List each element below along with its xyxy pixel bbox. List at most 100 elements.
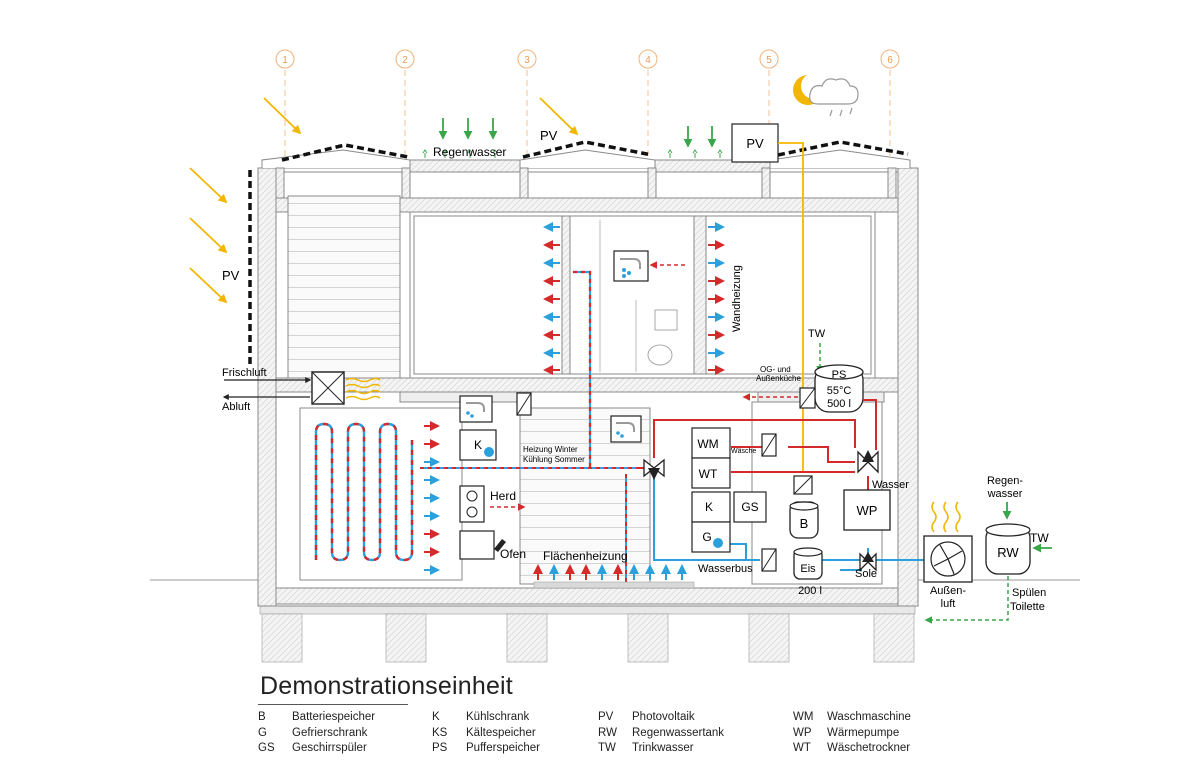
axis-marker-2: 2 (395, 49, 415, 69)
heat-exchanger-waesche (761, 433, 777, 457)
svg-text:6: 6 (887, 55, 893, 66)
wasserbus-label: Wasserbus (698, 563, 753, 575)
flush-water-line (924, 576, 1009, 624)
axis-marker-1: 1 (275, 49, 295, 69)
aussenluft-label-2: luft (941, 598, 956, 610)
pv-roof-label: PV (540, 128, 558, 143)
warm-air-waves (345, 377, 381, 401)
freezer: G (691, 521, 731, 553)
axis-marker-6: 6 (880, 49, 900, 69)
aussenluft-label-1: Außen- (930, 585, 966, 597)
three-way-valve-left (643, 458, 665, 480)
tw-right-label: TW (1030, 531, 1049, 545)
svg-text:B: B (800, 516, 809, 531)
svg-text:PV: PV (746, 136, 764, 151)
water-tap-icon-2 (610, 415, 642, 443)
wall-heating-arrows-left (543, 222, 560, 375)
room-heating-arrows (424, 421, 440, 575)
og-kueche-label-1: OG- und (760, 365, 791, 374)
water-tap-icon-1 (459, 395, 493, 423)
green-roof (422, 149, 748, 158)
rainwater-tank: RW (985, 523, 1031, 575)
svg-text:K: K (705, 500, 713, 514)
regenwasser-label-1: Regen- (987, 475, 1023, 487)
fridge-kitchen: K (459, 429, 497, 461)
svg-text:PS: PS (832, 369, 847, 381)
svg-text:G: G (702, 530, 711, 544)
tw-top-label: TW (808, 328, 826, 340)
svg-text:1: 1 (282, 55, 288, 66)
fridge-utility: K (691, 491, 731, 523)
svg-text:RW: RW (997, 545, 1019, 560)
regenwasser-roof-label: Regenwasser (433, 145, 506, 159)
legend-divider (258, 704, 408, 705)
riser-pipe-heat (573, 270, 592, 468)
axis-marker-5: 5 (759, 49, 779, 69)
ps-buffer-tank: PS 55°C 500 l (814, 364, 864, 413)
oven-ofen (459, 530, 506, 560)
svg-text:WP: WP (857, 503, 878, 518)
pv-box: PV (731, 123, 779, 163)
ice-storage: Eis (793, 547, 823, 580)
floor-heating-coil-heat (314, 422, 414, 562)
floor-heating-strip (533, 581, 695, 589)
svg-text:3: 3 (524, 55, 530, 66)
sole-label: Sole (855, 568, 877, 580)
pv-power-line (778, 142, 804, 472)
waesche-label: Wäsche (731, 448, 756, 455)
wasser-label: Wasser (872, 479, 909, 491)
svg-text:Eis: Eis (800, 563, 816, 575)
diagram-title: Demonstrationseinheit (260, 672, 513, 700)
heat-exchanger-small (516, 392, 532, 416)
kuehlung-sommer-label: Kühlung Sommer (523, 455, 585, 464)
eis-volume-label: 200 l (798, 585, 822, 597)
pv-facade-label: PV (222, 268, 240, 283)
dishwasher: GS (733, 491, 767, 523)
washing-machine: WM (691, 427, 731, 459)
rain-arrows (438, 118, 717, 148)
wandheizung-label: Wandheizung (731, 265, 743, 332)
stove-herd (459, 485, 485, 523)
regenwasser-label-2: wasser (987, 488, 1023, 500)
svg-text:WT: WT (699, 467, 718, 481)
og-kueche-label-2: Außenküche (756, 374, 801, 383)
tumble-dryer: WT (691, 457, 731, 489)
svg-text:4: 4 (645, 55, 651, 66)
frischluft-label: Frischluft (222, 367, 267, 379)
surface-heating-arrows (533, 564, 687, 580)
heat-exchanger-eis (761, 548, 777, 572)
ventilation-unit (311, 371, 345, 405)
spuelen-label-1: Spülen (1012, 587, 1046, 599)
axis-marker-4: 4 (638, 49, 658, 69)
wall-heating-arrows-right (708, 222, 725, 375)
outdoor-air-unit (923, 535, 973, 583)
svg-text:5: 5 (766, 55, 772, 66)
flaechenheizung-label: Flächenheizung (543, 549, 628, 563)
svg-text:K: K (474, 438, 482, 452)
svg-text:2: 2 (402, 55, 408, 66)
ofen-label: Ofen (500, 547, 526, 561)
three-way-valve-right (857, 450, 879, 474)
outdoor-heat-waves (931, 501, 961, 533)
svg-text:WM: WM (697, 437, 718, 451)
abluft-label: Abluft (222, 401, 250, 413)
heat-pump: WP (843, 489, 891, 531)
axis-marker-3: 3 (517, 49, 537, 69)
svg-text:500 l: 500 l (827, 398, 851, 410)
